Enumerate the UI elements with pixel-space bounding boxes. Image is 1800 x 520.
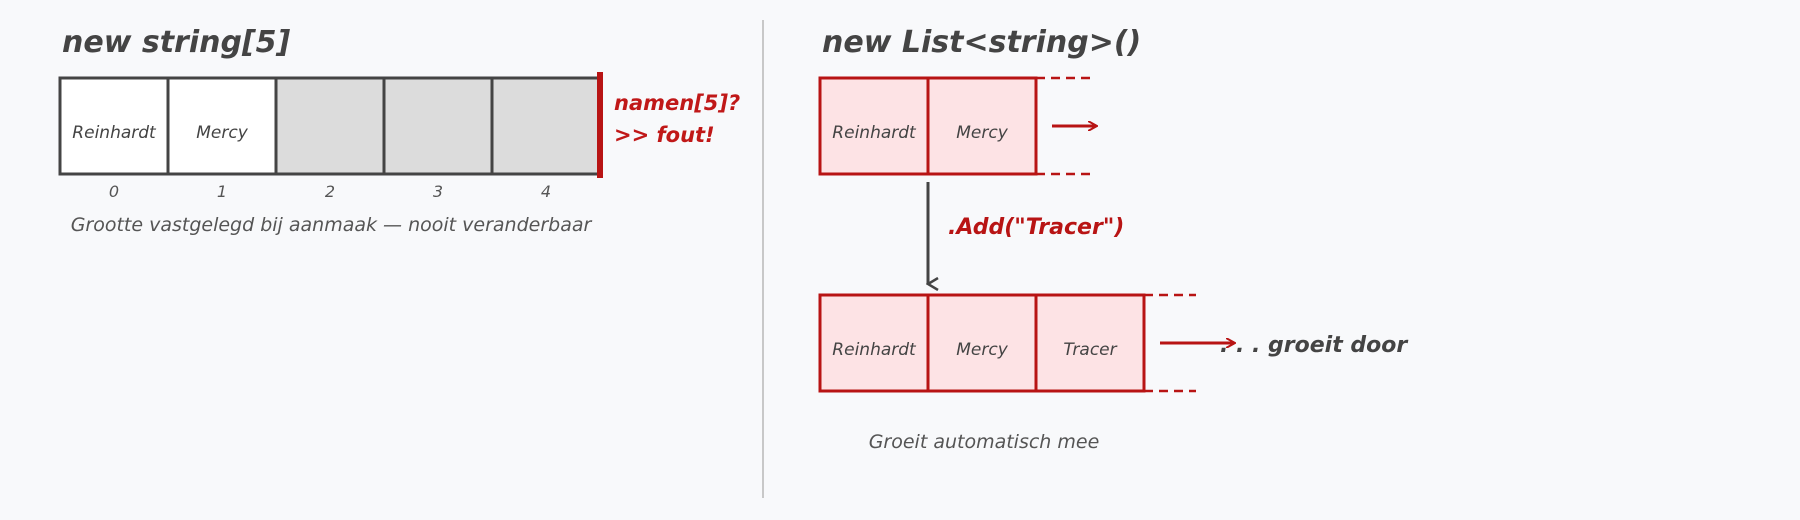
list-before-cell-0 (818, 76, 930, 176)
array-error-line2: >> fout! (614, 123, 715, 147)
array-indices: 0 1 2 3 4 (109, 182, 551, 201)
list-before-cell-1 (926, 76, 1038, 176)
array-cell-3 (382, 76, 494, 176)
array-cell-0 (58, 76, 170, 176)
array-index-3: 3 (433, 182, 443, 201)
list-after-cell-0-text: Reinhardt (832, 340, 917, 360)
array-cell-0-text: Reinhardt (72, 123, 157, 143)
array-caption: Grootte vastgelegd bij aanmaak — nooit v… (71, 214, 593, 236)
array-cell-4 (490, 76, 602, 176)
array-index-2: 2 (325, 182, 335, 201)
list-before: Reinhardt Mercy (818, 76, 1096, 176)
list-after-cell-2 (1034, 293, 1146, 393)
grows-label: . . . groeit door (1220, 333, 1408, 358)
array-cell-2 (274, 76, 386, 176)
array-index-1: 1 (217, 182, 227, 201)
list-after-cell-1-text: Mercy (956, 340, 1008, 360)
array-cells: Reinhardt Mercy (58, 76, 602, 176)
add-call-label: .Add("Tracer") (948, 215, 1124, 240)
list-before-cell-0-text: Reinhardt (832, 123, 917, 143)
array-index-4: 4 (541, 182, 551, 201)
list-after-cell-2-text: Tracer (1063, 340, 1117, 360)
array-cell-1-text: Mercy (196, 123, 248, 143)
list-before-cell-1-text: Mercy (956, 123, 1008, 143)
array-error-line1: namen[5]? (614, 91, 740, 115)
list-title: new List<string>() (822, 25, 1141, 60)
list-after: Reinhardt Mercy Tracer (818, 293, 1234, 393)
array-title: new string[5] (62, 25, 291, 60)
array-index-0: 0 (109, 182, 119, 201)
list-caption: Groeit automatisch mee (869, 431, 1100, 453)
array-cell-1 (166, 76, 278, 176)
